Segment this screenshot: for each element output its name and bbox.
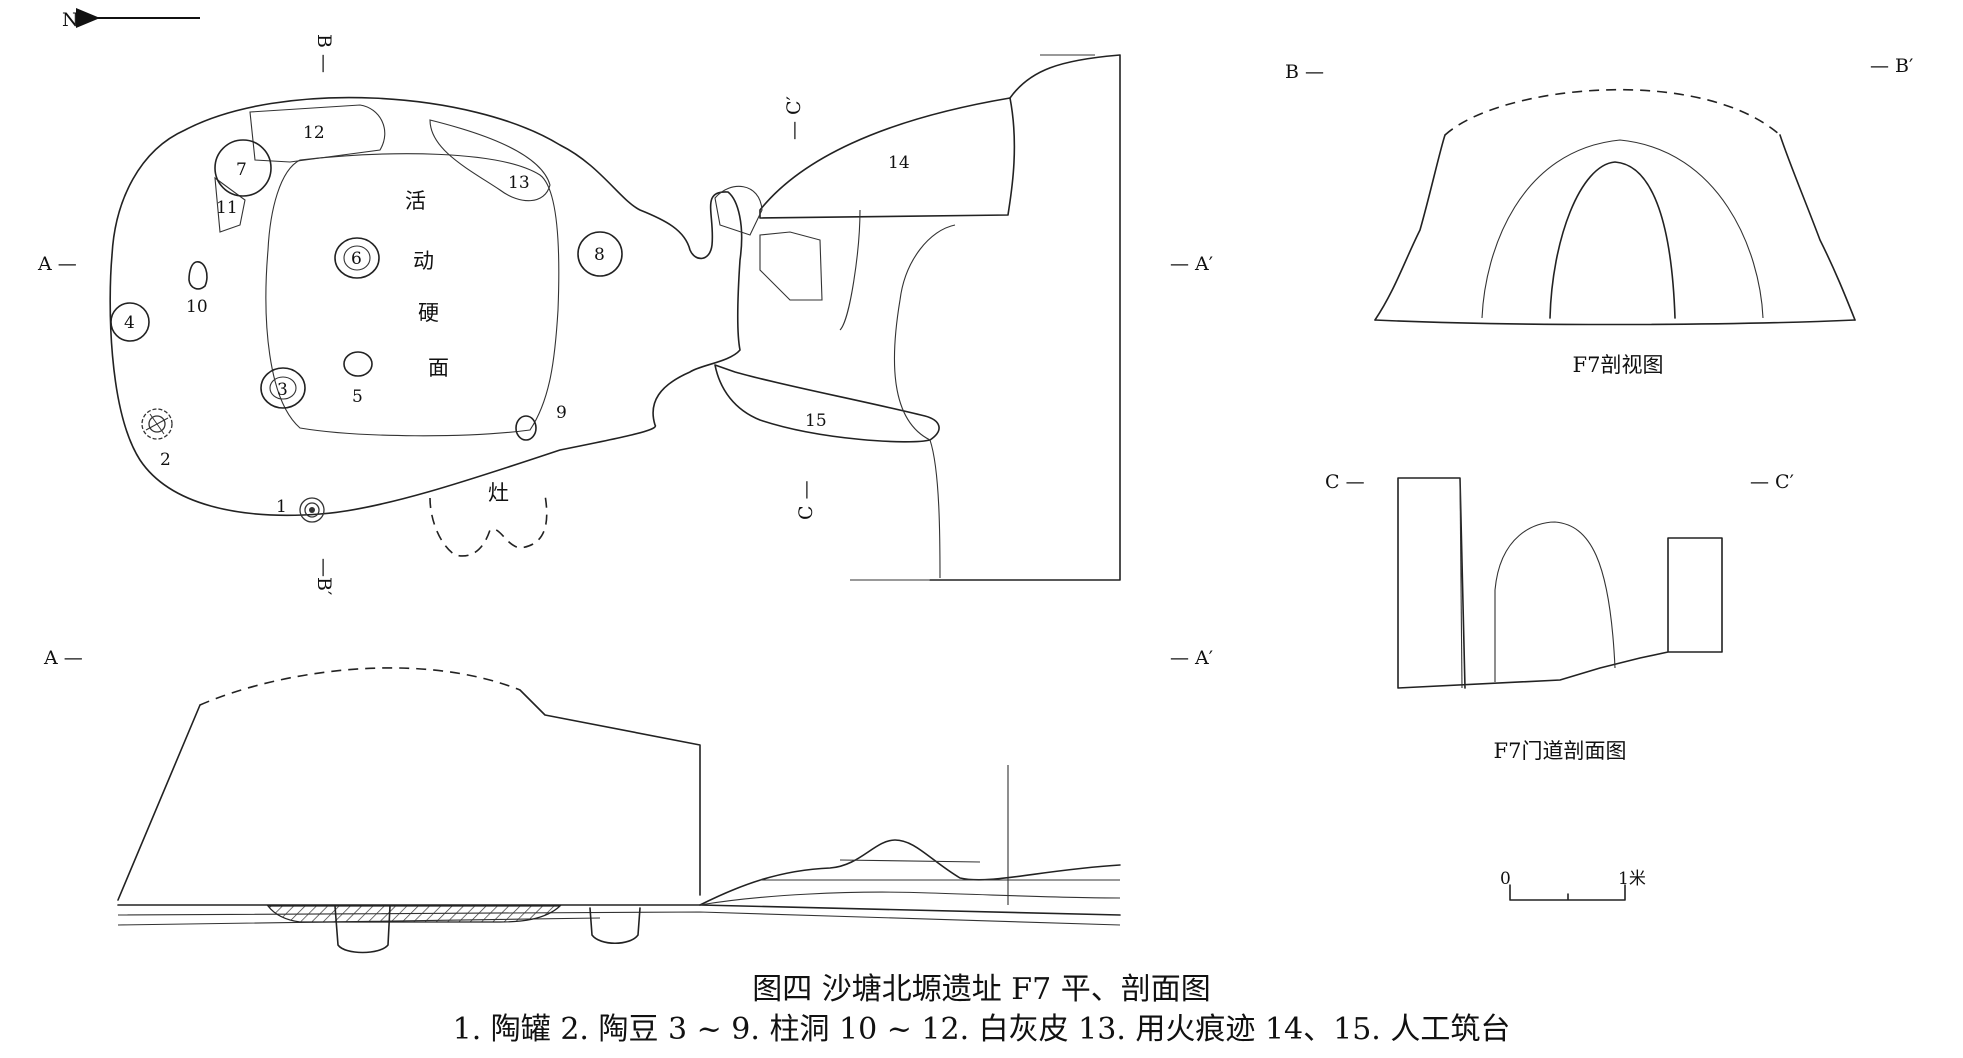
section-aa-dome — [199, 667, 521, 706]
trench-edge — [929, 54, 1121, 581]
posthole-7 — [214, 139, 272, 197]
section-aa-fill-layer-1 — [699, 891, 1121, 906]
fire-trace-13 — [429, 119, 551, 202]
feature-number-1: 1 — [276, 497, 287, 517]
feature-number-9: 9 — [556, 403, 567, 423]
section-bb-right-marker: — B′ — [1870, 55, 1913, 77]
plan-marker-c-bottom: C — — [795, 480, 817, 520]
trench-interior — [893, 224, 956, 579]
feature-number-8: 8 — [594, 245, 605, 265]
posthole-5 — [343, 351, 373, 377]
pottery-dou-2 — [141, 408, 173, 440]
section-aa: A — — A′ — [43, 647, 1213, 954]
house-outline — [109, 96, 743, 517]
section-aa-hatched-layer — [266, 905, 562, 923]
section-cc-left-marker: C — — [1325, 471, 1365, 493]
figure-caption-block: 图四 沙塘北塬遗址 F7 平、剖面图 1. 陶罐 2. 陶豆 3 ~ 9. 柱洞… — [0, 970, 1963, 1050]
hearth-outline — [429, 494, 548, 557]
whitewash-11 — [214, 176, 246, 233]
feature-number-3: 3 — [277, 380, 288, 400]
section-aa-left-marker: A — — [43, 647, 83, 669]
section-bb-dome — [1444, 88, 1781, 136]
figure-legend: 1. 陶罐 2. 陶豆 3 ~ 9. 柱洞 10 ~ 12. 白灰皮 13. 用… — [452, 1012, 1511, 1047]
hard-floor-outline — [265, 153, 560, 437]
plan-view: B — —B′ A — — A′ — C′ C — 活 动 硬 面 灶 1 2 … — [37, 34, 1213, 595]
trench-line-left — [839, 209, 861, 331]
hard-surface-char-3: 硬 — [418, 301, 439, 325]
figure-title: 图四 沙塘北塬遗址 F7 平、剖面图 — [752, 972, 1211, 1007]
plan-marker-b-bottom: —B′ — [313, 558, 335, 595]
platform-15 — [714, 364, 940, 443]
feature-number-13: 13 — [508, 173, 530, 193]
section-aa-right-fill — [699, 839, 1121, 906]
section-cc-doorway-arch — [1494, 521, 1616, 682]
north-arrow: N — [62, 8, 200, 31]
section-bb-outer-wall — [1374, 134, 1856, 321]
hard-surface-char-2: 动 — [413, 249, 434, 273]
plan-marker-c-top: — C′ — [783, 96, 805, 140]
section-aa-posthole-1 — [334, 905, 391, 954]
feature-number-12: 12 — [303, 123, 325, 143]
platform-14 — [759, 97, 1016, 219]
whitewash-12 — [249, 104, 386, 163]
whitewash-10 — [188, 261, 208, 290]
posthole-4 — [110, 302, 150, 342]
pottery-jar-1 — [299, 497, 325, 523]
feature-number-10: 10 — [186, 297, 208, 317]
corridor-detail — [759, 231, 823, 301]
plan-marker-b-top: B — — [313, 34, 335, 73]
section-aa-floor-lower — [117, 911, 1121, 926]
posthole-6 — [334, 237, 380, 279]
hearth-label: 灶 — [488, 481, 509, 505]
section-cc: C — — C′ F7门道剖面图 — [1325, 471, 1794, 763]
section-cc-outline — [1397, 477, 1723, 689]
hard-surface-char-1: 活 — [405, 189, 426, 213]
posthole-8 — [577, 231, 623, 277]
section-aa-posthole-2 — [589, 907, 641, 945]
feature-number-2: 2 — [160, 450, 171, 470]
posthole-9 — [515, 415, 537, 441]
section-bb-inner-arch — [1549, 161, 1676, 319]
section-bb: B — — B′ F7剖视图 — [1285, 55, 1913, 377]
section-aa-fill-layer-2 — [760, 859, 1120, 881]
feature-number-7: 7 — [236, 160, 247, 180]
section-bb-caption: F7剖视图 — [1573, 353, 1664, 377]
scale-bar: 0 1米 — [1500, 869, 1646, 901]
plan-marker-a-right: — A′ — [1170, 253, 1213, 275]
section-cc-caption: F7门道剖面图 — [1494, 739, 1627, 763]
feature-number-6: 6 — [351, 249, 362, 269]
feature-number-15: 15 — [805, 411, 827, 431]
scale-zero-label: 0 — [1500, 869, 1511, 889]
scale-bar-line — [1509, 884, 1626, 901]
plan-marker-a-left: A — — [37, 253, 77, 275]
corridor-detail-2 — [714, 185, 763, 236]
posthole-3 — [260, 367, 306, 409]
posthole-3-inner — [269, 376, 297, 400]
section-cc-left-pillar-inner — [1459, 477, 1463, 689]
feature-number-14: 14 — [888, 153, 910, 173]
section-bb-left-marker: B — — [1285, 61, 1324, 83]
feature-number-11: 11 — [216, 198, 238, 218]
feature-number-4: 4 — [124, 313, 135, 333]
section-bb-outer-arch — [1481, 139, 1764, 319]
posthole-6-inner — [343, 245, 371, 271]
section-cc-right-marker: — C′ — [1750, 471, 1794, 493]
section-aa-right-marker: — A′ — [1170, 647, 1213, 669]
hard-surface-char-4: 面 — [428, 356, 449, 380]
section-aa-wall — [117, 689, 701, 901]
north-label: N — [62, 9, 79, 31]
feature-number-5: 5 — [352, 387, 363, 407]
scale-one-label: 1米 — [1618, 869, 1646, 889]
section-bb-floor — [1374, 319, 1856, 326]
